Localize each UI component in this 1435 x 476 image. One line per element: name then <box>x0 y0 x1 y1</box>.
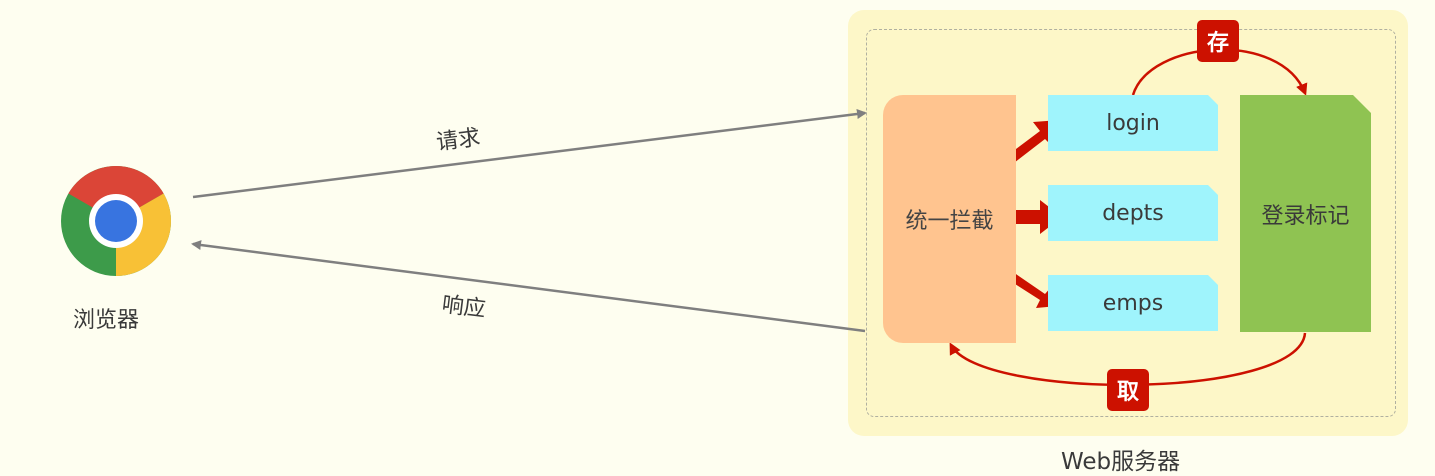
store-badge: 存 <box>1197 20 1239 62</box>
browser-label: 浏览器 <box>73 308 140 333</box>
endpoint-login: login <box>1048 95 1218 151</box>
web-server-boundary <box>866 29 1396 417</box>
response-arrow <box>191 240 866 333</box>
dispatch-arrow-login <box>1004 120 1060 166</box>
endpoint-emps: emps <box>1048 275 1218 331</box>
request-arrow <box>192 109 867 199</box>
response-label: 响应 <box>440 292 488 323</box>
dispatch-arrow-emps <box>1004 270 1058 308</box>
endpoint-depts: depts <box>1048 185 1218 241</box>
login-marker: 登录标记 <box>1240 95 1371 332</box>
unified-interceptor: 统一拦截 <box>883 95 1016 343</box>
request-label: 请求 <box>434 125 482 156</box>
chrome-browser-icon <box>61 166 171 276</box>
fetch-badge: 取 <box>1107 369 1149 411</box>
web-server-caption: Web服务器 <box>1061 449 1181 475</box>
